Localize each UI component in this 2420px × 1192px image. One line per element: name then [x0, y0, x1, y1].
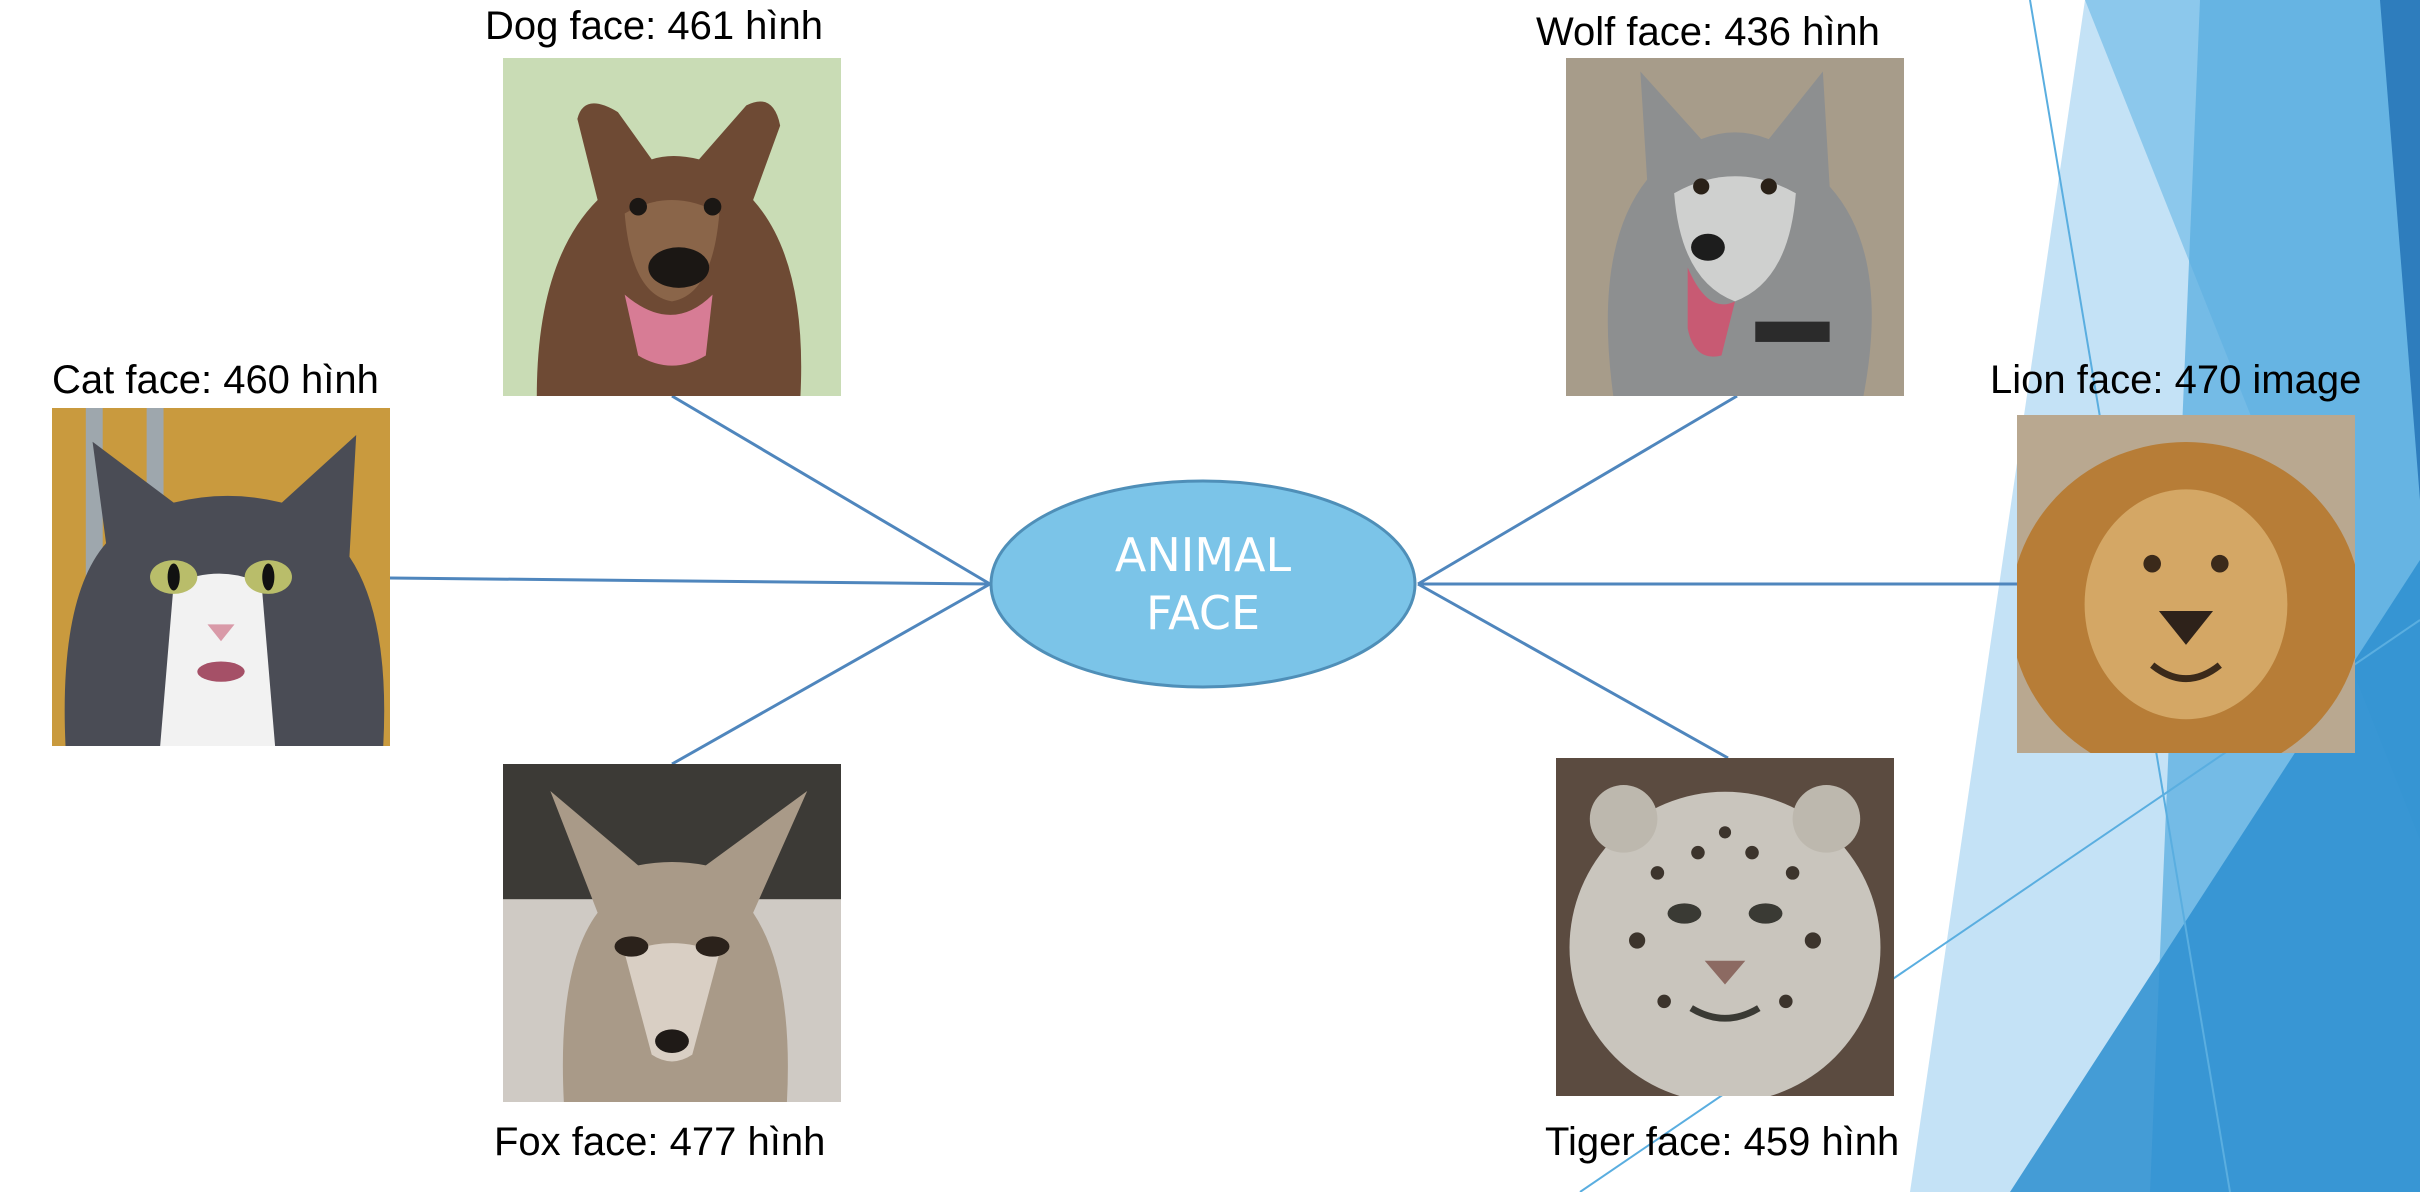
- connector-wolf: [1417, 394, 1738, 586]
- fox-label: Fox face: 477 hình: [494, 1120, 826, 1164]
- center-node-ellipse: [989, 479, 1417, 689]
- connector-fox: [671, 582, 991, 766]
- connector-lines: [389, 394, 2017, 766]
- wolf-face-photo: [1566, 58, 1904, 396]
- dog-face-photo: [503, 58, 841, 396]
- corner-decoration: [1579, 0, 2420, 1192]
- cat-label: Cat face: 460 hình: [52, 358, 379, 402]
- tiger-face-photo: [1556, 758, 1894, 1096]
- tiger-label: Tiger face: 459 hình: [1545, 1120, 1900, 1164]
- connector-cat: [389, 576, 991, 586]
- lion-face-photo: [2017, 415, 2355, 753]
- connector-dog: [671, 394, 991, 586]
- cat-face-photo: [52, 408, 390, 746]
- center-node-label: ANIMAL FACE: [1114, 528, 1292, 640]
- wolf-label: Wolf face: 436 hình: [1536, 10, 1880, 54]
- dog-label: Dog face: 461 hình: [485, 4, 824, 48]
- fox-face-photo: [503, 764, 841, 1102]
- lion-label: Lion face: 470 image: [1990, 358, 2362, 402]
- connector-tiger: [1417, 582, 1729, 760]
